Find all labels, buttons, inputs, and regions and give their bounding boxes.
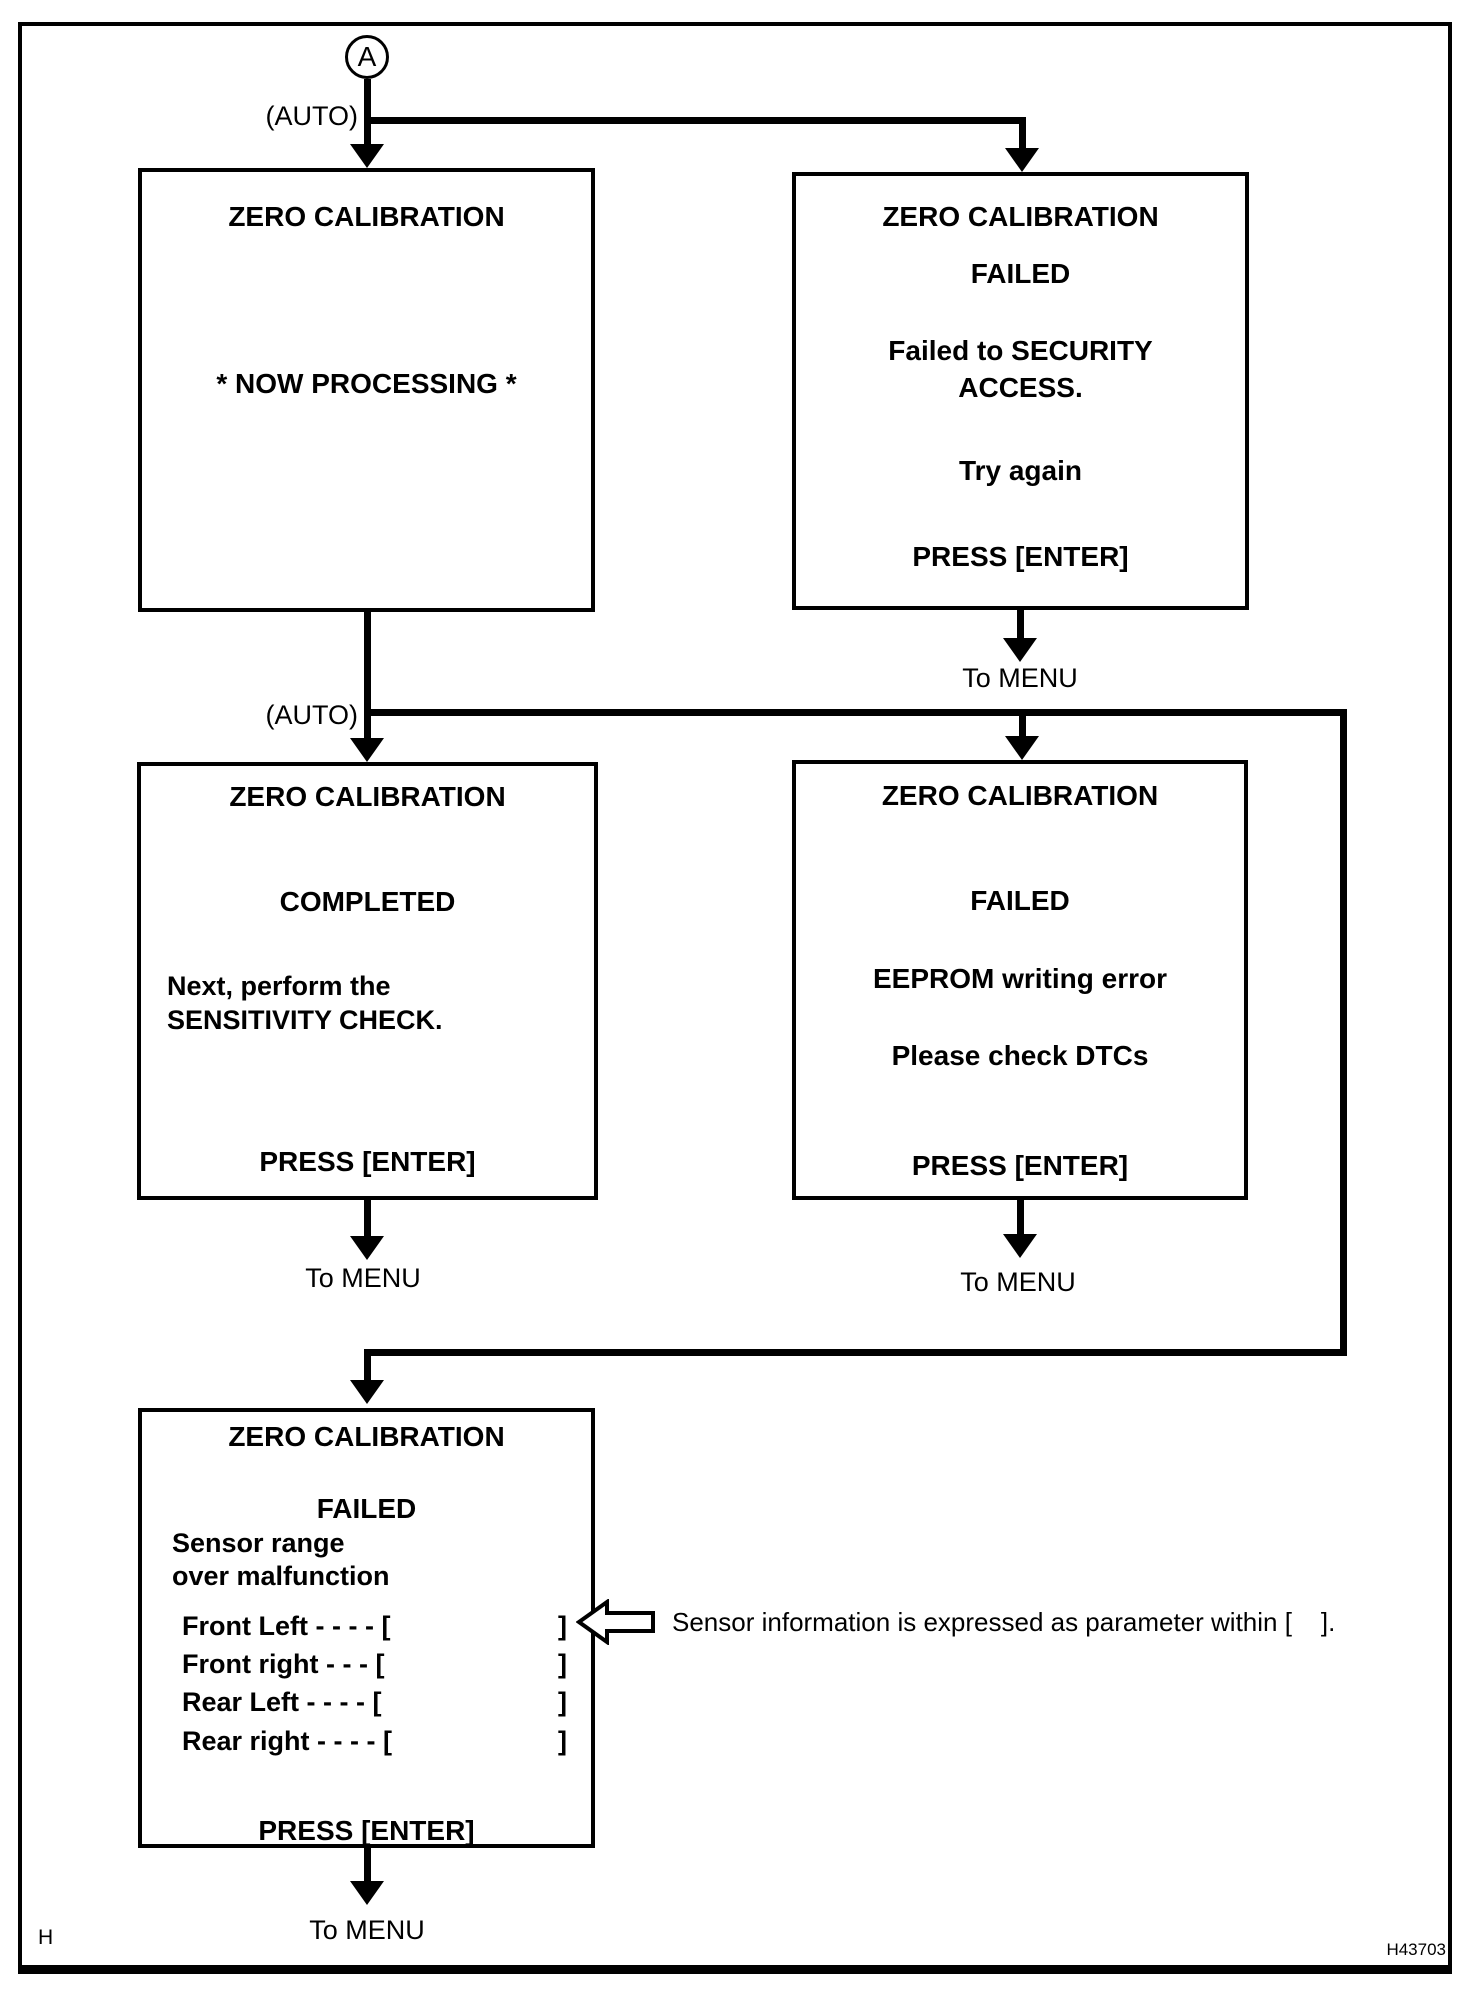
- box-body: * NOW PROCESSING *: [216, 368, 517, 399]
- flow-line: [364, 117, 1025, 124]
- arrow-down-icon: [1003, 638, 1037, 662]
- screen-box-now-processing: ZERO CALIBRATION * NOW PROCESSING *: [138, 168, 595, 612]
- auto-label-top: (AUTO): [265, 101, 359, 131]
- box-action: PRESS [ENTER]: [258, 1815, 475, 1846]
- sensor-row-bracket: ]: [558, 1726, 567, 1756]
- arrow-down-icon: [350, 738, 384, 762]
- box-title: ZERO CALIBRATION: [881, 780, 1159, 811]
- to-menu-label: To MENU: [309, 1915, 425, 1945]
- screen-box-failed-sensor-range: ZERO CALIBRATION FAILED Sensor range ove…: [138, 1408, 595, 1848]
- sensor-row-front-right: Front right - - - [ ]: [142, 1647, 591, 1783]
- box-line: over malfunction: [172, 1561, 390, 1591]
- arrow-down-icon: [350, 144, 384, 168]
- arrow-down-icon: [350, 1881, 384, 1905]
- arrow-down-icon: [350, 1236, 384, 1260]
- box-title: ZERO CALIBRATION: [882, 201, 1159, 232]
- screen-box-failed-eeprom: ZERO CALIBRATION FAILED EEPROM writing e…: [792, 760, 1248, 1200]
- arrow-down-icon: [350, 1380, 384, 1404]
- box-line: EEPROM writing error: [872, 963, 1168, 994]
- auto-label-mid: (AUTO): [265, 700, 359, 730]
- flow-line: [1340, 709, 1347, 1356]
- sensor-row-label: Rear right - - - - [: [182, 1726, 392, 1756]
- connector-a-badge: A: [345, 35, 389, 79]
- sensor-row-front-left: Front Left - - - - [ ]: [142, 1609, 591, 1745]
- flow-line: [364, 709, 1347, 716]
- flow-line: [1019, 117, 1026, 148]
- flow-line: [1019, 709, 1026, 736]
- box-title: ZERO CALIBRATION: [228, 201, 505, 232]
- to-menu-label: To MENU: [305, 1263, 421, 1293]
- box-title: ZERO CALIBRATION: [229, 781, 506, 812]
- box-line: SENSITIVITY CHECK.: [167, 1005, 443, 1035]
- arrow-down-icon: [1005, 736, 1039, 760]
- flow-line: [364, 1349, 1347, 1356]
- callout-arrow-icon: [576, 1599, 655, 1645]
- box-action: PRESS [ENTER]: [259, 1146, 476, 1177]
- sensor-row-label: Rear Left - - - - [: [182, 1687, 382, 1717]
- flow-line: [364, 1200, 371, 1236]
- screen-box-failed-security: ZERO CALIBRATION FAILED Failed to SECURI…: [792, 172, 1249, 610]
- to-menu-label: To MENU: [962, 663, 1078, 693]
- sensor-row-bracket: ]: [558, 1649, 567, 1679]
- box-status: COMPLETED: [279, 886, 456, 917]
- flow-line: [364, 612, 371, 738]
- flow-line: [1017, 1200, 1024, 1234]
- box-action: PRESS [ENTER]: [911, 1150, 1129, 1181]
- box-line: Failed to SECURITY: [888, 335, 1153, 366]
- box-title: ZERO CALIBRATION: [228, 1421, 505, 1452]
- figure-id: H43703: [1386, 1940, 1446, 1959]
- box-action: PRESS [ENTER]: [912, 541, 1129, 572]
- flow-line: [364, 1848, 371, 1881]
- sensor-row-bracket: ]: [558, 1611, 567, 1641]
- sensor-row-rear-right: Rear right - - - - [ ]: [142, 1724, 591, 1860]
- arrow-down-icon: [1003, 1234, 1037, 1258]
- box-line: Next, perform the: [167, 971, 391, 1001]
- arrow-down-icon: [1005, 148, 1039, 172]
- sensor-annotation-text: Sensor information is expressed as param…: [672, 1607, 1336, 1637]
- flow-line: [364, 1349, 371, 1380]
- sensor-row-bracket: ]: [558, 1687, 567, 1717]
- box-status: FAILED: [970, 258, 1071, 289]
- connector-a-label: A: [357, 41, 377, 72]
- flow-line: [364, 79, 371, 144]
- box-line: Sensor range: [172, 1528, 345, 1558]
- box-status: FAILED: [970, 885, 1070, 916]
- box-line: Try again: [959, 455, 1082, 486]
- page-border-frame: [18, 22, 1452, 1974]
- box-status: FAILED: [316, 1493, 417, 1524]
- screen-box-completed: ZERO CALIBRATION COMPLETED Next, perform…: [137, 762, 598, 1200]
- to-menu-label: To MENU: [960, 1267, 1076, 1297]
- sensor-row-rear-left: Rear Left - - - - [ ]: [142, 1685, 591, 1821]
- flow-line: [1017, 610, 1024, 638]
- box-line: ACCESS.: [958, 372, 1083, 403]
- page-corner-mark: H: [38, 1926, 54, 1949]
- sensor-row-label: Front Left - - - - [: [182, 1611, 391, 1641]
- box-line: Please check DTCs: [891, 1040, 1149, 1071]
- sensor-row-label: Front right - - - [: [182, 1649, 385, 1679]
